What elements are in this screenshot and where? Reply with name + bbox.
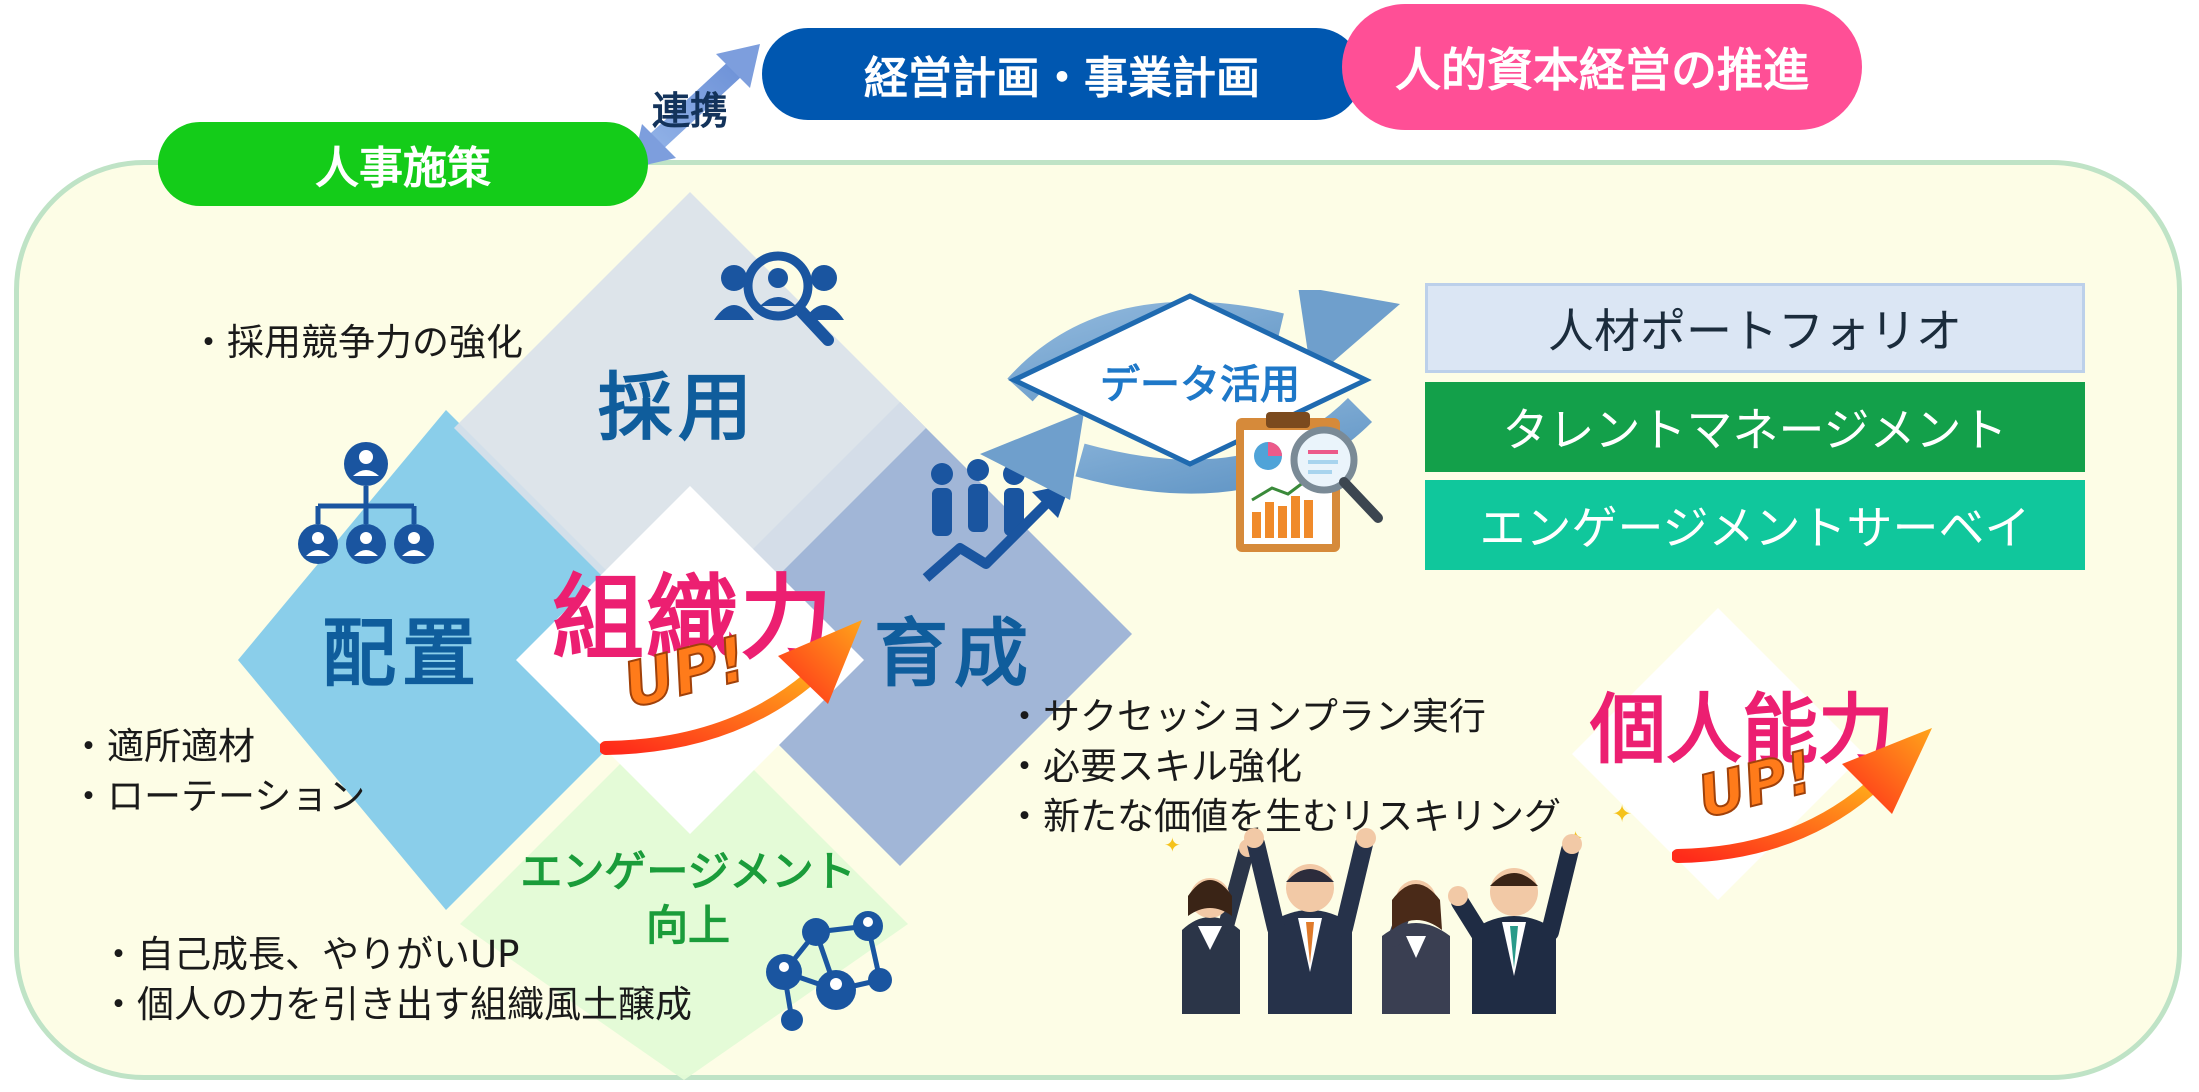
development-note: ・必要スキル強化 xyxy=(1006,745,1302,788)
svg-text:✦: ✦ xyxy=(1164,833,1181,857)
business-plan-pill: 経営計画・事業計画 xyxy=(762,28,1362,120)
engagement-label-line1: エンゲージメント xyxy=(520,847,856,896)
development-note: ・サクセッションプラン実行 xyxy=(1006,695,1486,738)
person-1 xyxy=(1182,839,1257,1014)
talent-management-box: タレントマネージメント xyxy=(1425,382,2085,472)
individual-ability-title: 個人能力 xyxy=(1590,685,1894,774)
development-note: ・新たな価値を生むリスキリング xyxy=(1006,795,1561,838)
cheering-team-illustration: ✦ ✦ ✦ xyxy=(1164,800,1632,1014)
individual-up-text: UP! xyxy=(1691,738,1820,832)
placement-notes: ・適所適材 ・ローテーション xyxy=(70,722,365,822)
engagement-label: エンゲージメント 向上 xyxy=(488,845,888,953)
development-notes: ・サクセッションプラン実行 ・必要スキル強化 ・新たな価値を生むリスキリング xyxy=(1006,692,1561,842)
person-4 xyxy=(1448,834,1582,1014)
network-icon xyxy=(766,911,892,1031)
recruit-label: 採用 xyxy=(598,365,758,451)
individual-diamond xyxy=(1572,608,1864,900)
org-up-arrow-icon: UP! xyxy=(600,620,862,755)
individual-up-arrow-icon: UP! xyxy=(1672,728,1932,863)
recruit-note: ・採用競争力の強化 xyxy=(190,321,523,364)
placement-note: ・ローテーション xyxy=(70,775,366,818)
talent-portfolio-box: 人材ポートフォリオ xyxy=(1425,283,2085,373)
engagement-note: ・自己成長、やりがいUP xyxy=(100,933,520,976)
org-up-text: UP! xyxy=(616,622,754,723)
org-chart-icon xyxy=(298,442,434,564)
engagement-label-line2: 向上 xyxy=(645,901,730,950)
svg-text:✦: ✦ xyxy=(1612,800,1632,828)
placement-label: 配置 xyxy=(322,611,482,697)
link-label: 連携 xyxy=(652,89,729,133)
engagement-note: ・個人の力を引き出す組織風土醸成 xyxy=(100,983,692,1026)
engagement-survey-box: エンゲージメントサーベイ xyxy=(1425,480,2085,570)
recruit-search-icon xyxy=(714,251,844,346)
placement-note: ・適所適材 xyxy=(70,725,255,768)
human-capital-pill: 人的資本経営の推進 xyxy=(1342,4,1862,130)
clipboard-analysis-icon xyxy=(1236,412,1383,552)
recruit-notes: ・採用競争力の強化 xyxy=(190,318,523,368)
link-double-arrow xyxy=(632,44,760,168)
person-2 xyxy=(1244,828,1376,1014)
development-label: 育成 xyxy=(874,611,1034,697)
person-3 xyxy=(1382,880,1450,1014)
engagement-notes: ・自己成長、やりがいUP ・個人の力を引き出す組織風土醸成 xyxy=(100,930,692,1030)
hr-policy-pill: 人事施策 xyxy=(158,122,648,206)
data-use-label: データ活用 xyxy=(1100,362,1300,408)
